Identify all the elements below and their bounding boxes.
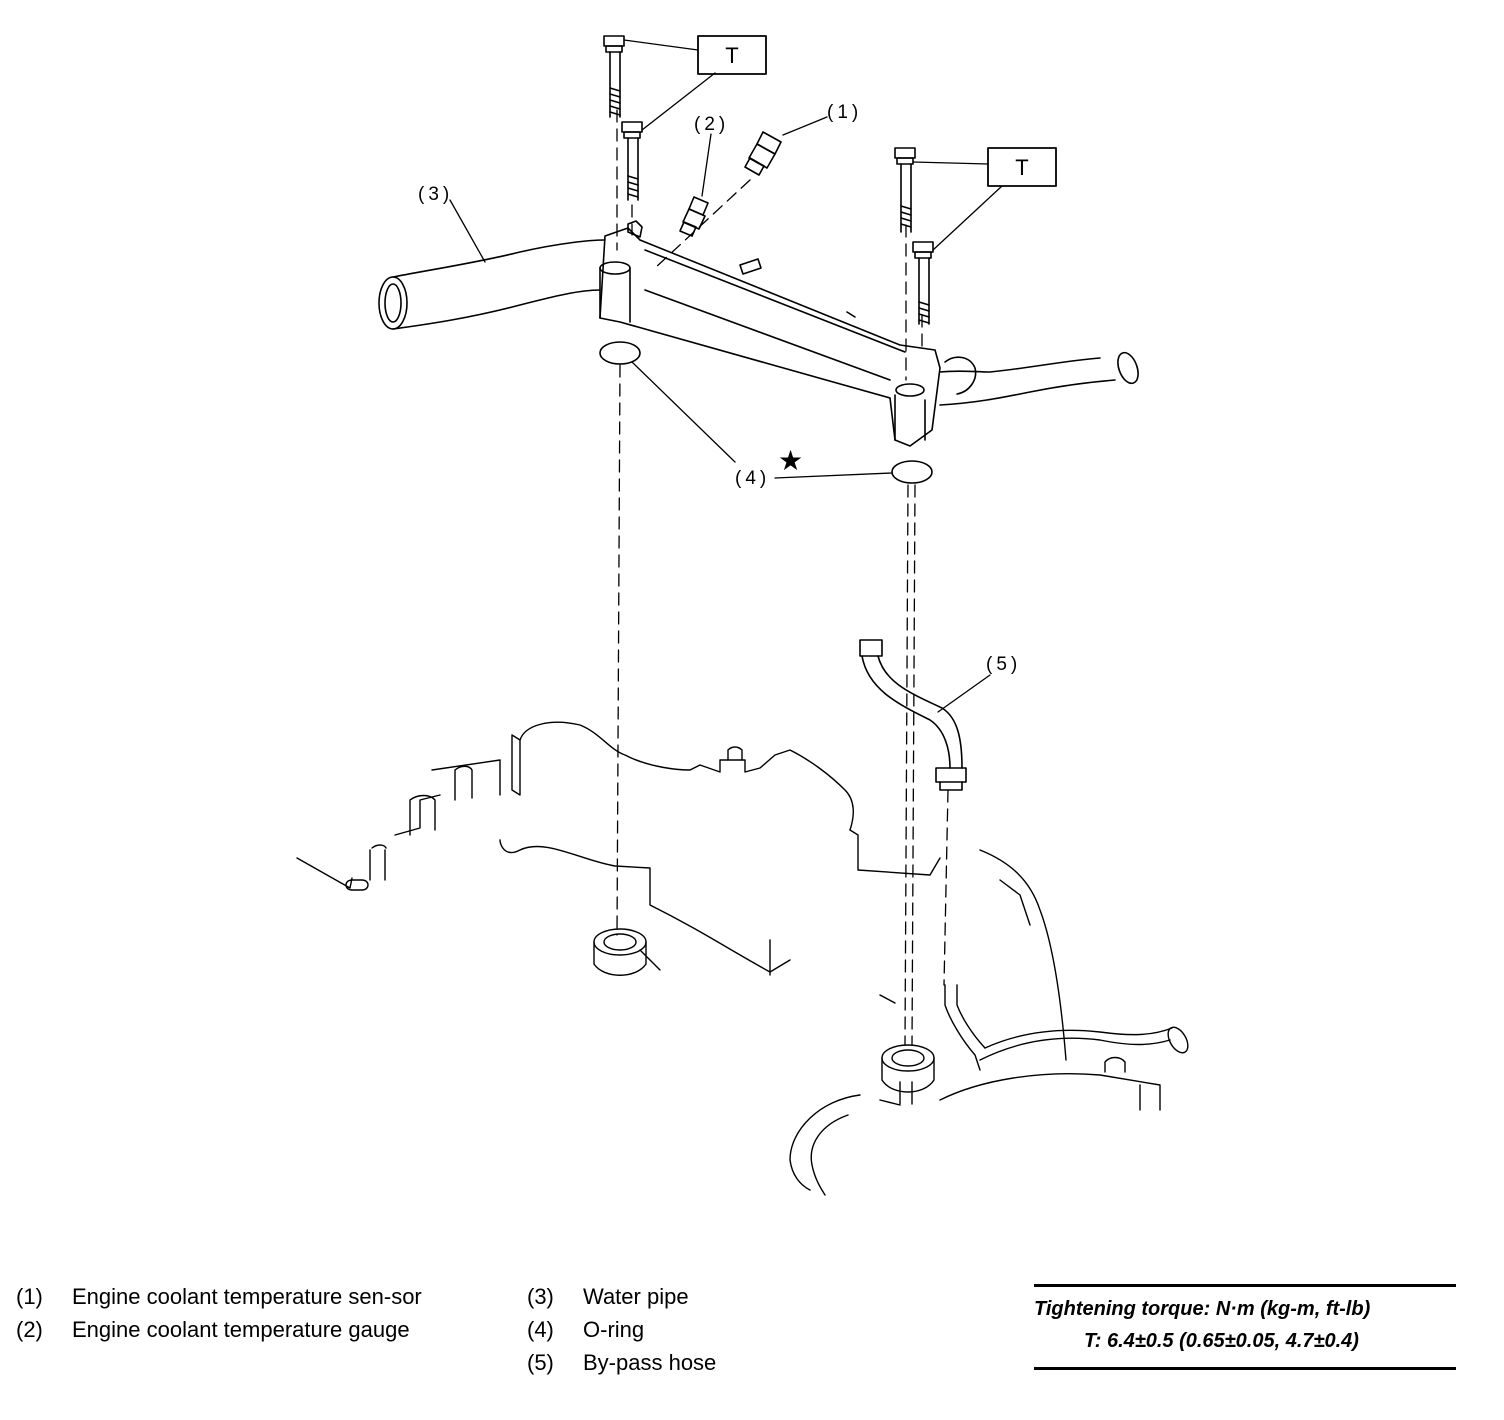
- legend-number: (1): [16, 1284, 43, 1309]
- legend-item: (3) Water pipe: [527, 1280, 716, 1313]
- legend-number: (2): [16, 1317, 43, 1342]
- callout-2: (2): [694, 114, 729, 135]
- legend-item: (5) By-pass hose: [527, 1346, 716, 1379]
- bolt-short-right: [912, 241, 934, 325]
- torque-heading: Tightening torque: N·m (kg-m, ft-lb): [1034, 1298, 1371, 1320]
- legend-number: (3): [527, 1284, 554, 1309]
- callout-3: (3): [418, 184, 453, 205]
- exploded-view-diagram: T T (1) (2) (3) (4) (5) ★: [296, 35, 1189, 1196]
- legend-text: By-pass hose: [583, 1350, 717, 1375]
- legend-text: Water pipe: [583, 1284, 689, 1309]
- torque-mark-right: T: [987, 147, 1057, 187]
- legend-item: (2) Engine coolant temperature gauge: [16, 1313, 462, 1346]
- bolt-long-right: [894, 147, 916, 233]
- legend-item: (1) Engine coolant temperature sen-sor: [16, 1280, 462, 1313]
- legend-item: (4) O-ring: [527, 1313, 716, 1346]
- torque-mark-left-label: T: [725, 43, 738, 68]
- bolt-short-left: [621, 121, 643, 201]
- legend-text: O-ring: [583, 1317, 645, 1342]
- coolant-temperature-sensor: [744, 131, 782, 176]
- legend-number: (5): [527, 1350, 554, 1375]
- legend-text: Engine coolant temperature sen-sor: [72, 1284, 422, 1309]
- legend-number: (4): [527, 1317, 554, 1342]
- legend-column-middle: (3) Water pipe (4) O-ring (5) By-pass ho…: [527, 1280, 716, 1379]
- by-pass-hose: [859, 639, 967, 791]
- callout-4: (4): [735, 468, 770, 489]
- o-ring-lower: [891, 460, 933, 484]
- torque-mark-right-label: T: [1015, 155, 1028, 180]
- legend-text: Engine coolant temperature gauge: [72, 1317, 410, 1342]
- water-pipe: [378, 220, 1139, 447]
- assembly-axis-lines: [616, 109, 949, 1046]
- callout-5: (5): [986, 654, 1021, 675]
- leader-lines: [449, 39, 1003, 713]
- bolt-long-left: [603, 35, 625, 118]
- tightening-torque-box: Tightening torque: N·m (kg-m, ft-lb) T: …: [1034, 1284, 1456, 1370]
- callout-1: (1): [827, 102, 862, 123]
- torque-value: T: 6.4±0.5 (0.65±0.05, 4.7±0.4): [1084, 1330, 1359, 1352]
- coolant-temperature-gauge: [679, 196, 709, 237]
- torque-mark-left: T: [697, 35, 767, 75]
- replace-star-icon: ★: [778, 444, 803, 477]
- engine-block-outline: [296, 721, 1189, 1196]
- legend-column-left: (1) Engine coolant temperature sen-sor (…: [16, 1280, 462, 1346]
- o-ring-upper: [599, 341, 641, 365]
